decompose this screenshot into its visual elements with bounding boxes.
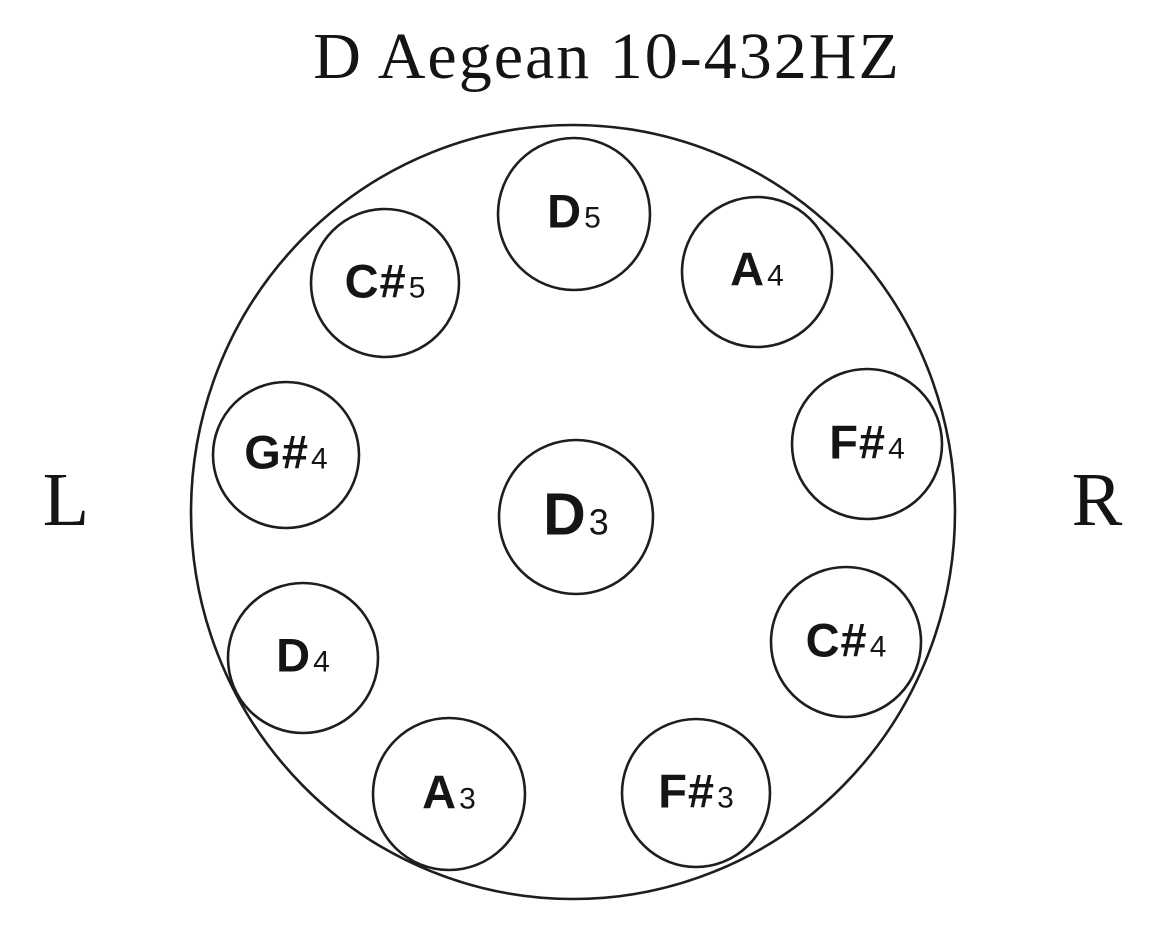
note-name: F# [829, 415, 887, 469]
note-circle-fs3 [620, 717, 772, 869]
note-octave: 3 [588, 501, 609, 543]
note-octave: 4 [311, 442, 328, 476]
note-circle-cs5 [309, 207, 461, 359]
note-octave: 3 [717, 781, 734, 815]
note-octave: 4 [767, 259, 784, 293]
note-octave: 5 [408, 271, 426, 305]
note-name: C# [344, 254, 407, 308]
left-hand-label: L [42, 458, 90, 542]
drum-body-outline [189, 123, 957, 901]
note-octave: 4 [869, 630, 887, 664]
note-name: A [422, 765, 458, 819]
note-circle-d3 [497, 438, 655, 596]
note-name: F# [658, 764, 716, 818]
note-octave: 5 [584, 201, 601, 235]
note-circle-cs4 [769, 565, 923, 719]
note-label-cs4: C#4 [806, 617, 887, 664]
note-name: C# [805, 613, 868, 667]
note-octave: 3 [459, 782, 476, 816]
note-circle-gs4 [211, 380, 361, 530]
diagram-title: D Aegean 10-432HZ [313, 20, 901, 93]
note-circle-a3 [371, 716, 527, 872]
note-circle-fs4 [790, 367, 944, 521]
right-hand-label: R [1071, 458, 1123, 542]
note-name: D [543, 481, 587, 548]
note-label-fs3: F#3 [658, 768, 734, 815]
note-label-fs4: F#4 [829, 419, 905, 466]
note-label-gs4: G#4 [244, 429, 327, 476]
note-circle-a4 [680, 195, 834, 349]
note-circle-d5 [496, 136, 652, 292]
note-circle-d4 [226, 581, 380, 735]
note-name: D [276, 628, 312, 682]
note-label-cs5: C#5 [345, 258, 426, 305]
note-octave: 4 [313, 645, 330, 679]
note-name: D [547, 184, 583, 238]
note-name: A [730, 242, 766, 296]
note-octave: 4 [888, 432, 905, 466]
note-name: G# [244, 425, 310, 479]
